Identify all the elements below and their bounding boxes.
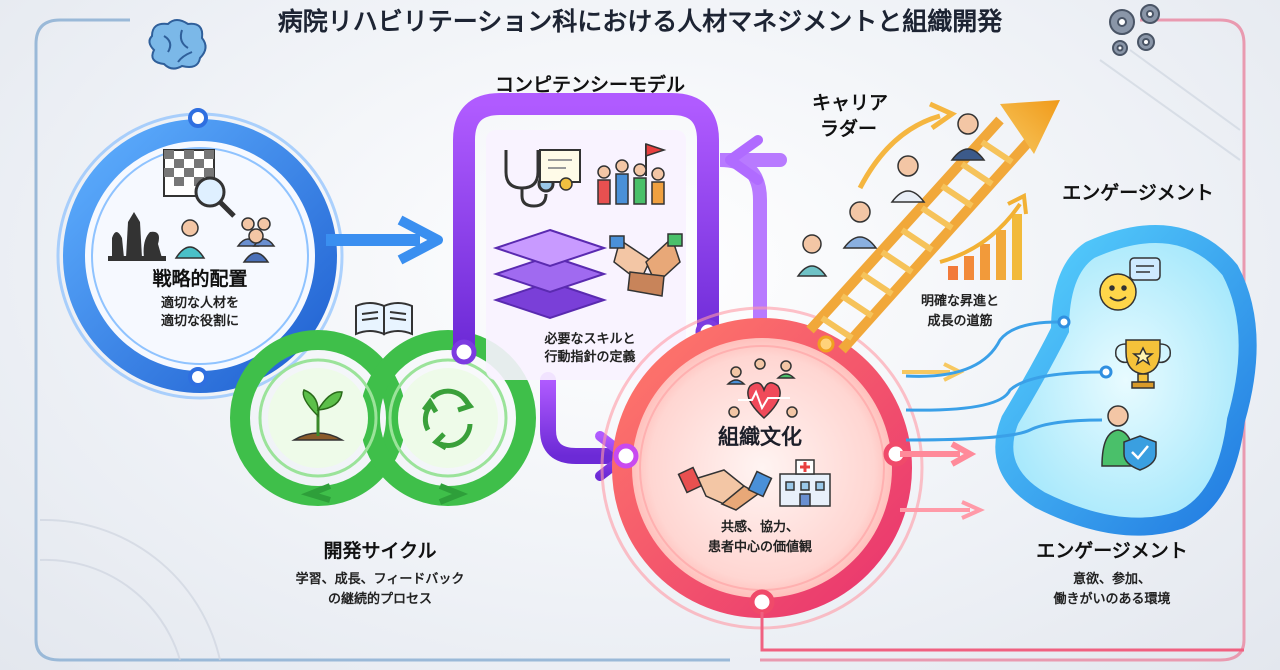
trophy-icon <box>1114 339 1172 389</box>
career-title-1: キャリア <box>812 92 889 114</box>
hands-icon <box>609 233 683 297</box>
culture-desc-2: 患者中心の価値観 <box>707 540 812 555</box>
shield-person-icon <box>1101 405 1157 471</box>
engagement-title: エンゲージメント <box>1036 540 1188 562</box>
development-desc-1: 学習、成長、フィードバック <box>295 572 465 587</box>
layers-icon <box>492 228 608 320</box>
book-icon <box>355 302 413 336</box>
people-icon <box>174 217 276 263</box>
brain-icon <box>148 19 207 70</box>
growth-chart-icon <box>939 192 1028 280</box>
recycle-icon <box>422 388 475 451</box>
background-decoration <box>39 49 1241 661</box>
culture-title: 組織文化 <box>718 425 802 449</box>
career-desc-1: 明確な昇進と <box>920 294 999 309</box>
ladder-people <box>796 113 986 277</box>
chess-icon <box>108 149 215 261</box>
culture-desc-1: 共感、協力、 <box>720 520 799 535</box>
page-title: 病院リハビリテーション科における人材マネジメントと組織開発 <box>277 7 1003 36</box>
gear-icon <box>1109 4 1160 56</box>
magnifier-icon <box>194 176 236 218</box>
arrow-strategic-to-competency <box>326 215 443 265</box>
handshake-icon <box>677 466 773 511</box>
outer-frame <box>34 18 730 662</box>
competency-loop <box>453 93 787 481</box>
competency-title: コンピテンシーモデル <box>494 74 685 96</box>
competency-desc-1: 必要なスキルと <box>544 332 636 347</box>
career-desc-2: 成長の道筋 <box>927 314 993 329</box>
engagement-blob <box>905 225 1257 536</box>
engagement-desc-2: 働きがいのある環境 <box>1053 592 1171 607</box>
development-title: 開発サイクル <box>323 540 437 562</box>
development-infinity <box>230 330 536 506</box>
competency-desc-2: 行動指針の定義 <box>544 350 636 365</box>
engagement-desc-1: 意欲、参加、 <box>1072 572 1151 587</box>
smile-chat-icon <box>1099 257 1161 311</box>
strategic-desc-1: 適切な人材を <box>160 296 239 311</box>
culture-ring <box>600 306 924 630</box>
sprout-icon <box>291 389 345 441</box>
engagement-top-title: エンゲージメント <box>1062 182 1214 204</box>
hospital-icon <box>779 459 831 507</box>
competency-node-left <box>451 339 477 365</box>
certificate-icon <box>539 149 581 191</box>
heart-network-icon <box>726 358 798 420</box>
strategic-desc-2: 適切な役割に <box>160 314 239 329</box>
development-desc-2: の継続的プロセス <box>327 592 432 607</box>
team-flag-icon <box>597 142 667 205</box>
career-title-2: ラダー <box>820 118 878 140</box>
arrows-culture-to-engagement <box>760 362 1244 652</box>
strategic-title: 戦略的配置 <box>152 268 248 290</box>
